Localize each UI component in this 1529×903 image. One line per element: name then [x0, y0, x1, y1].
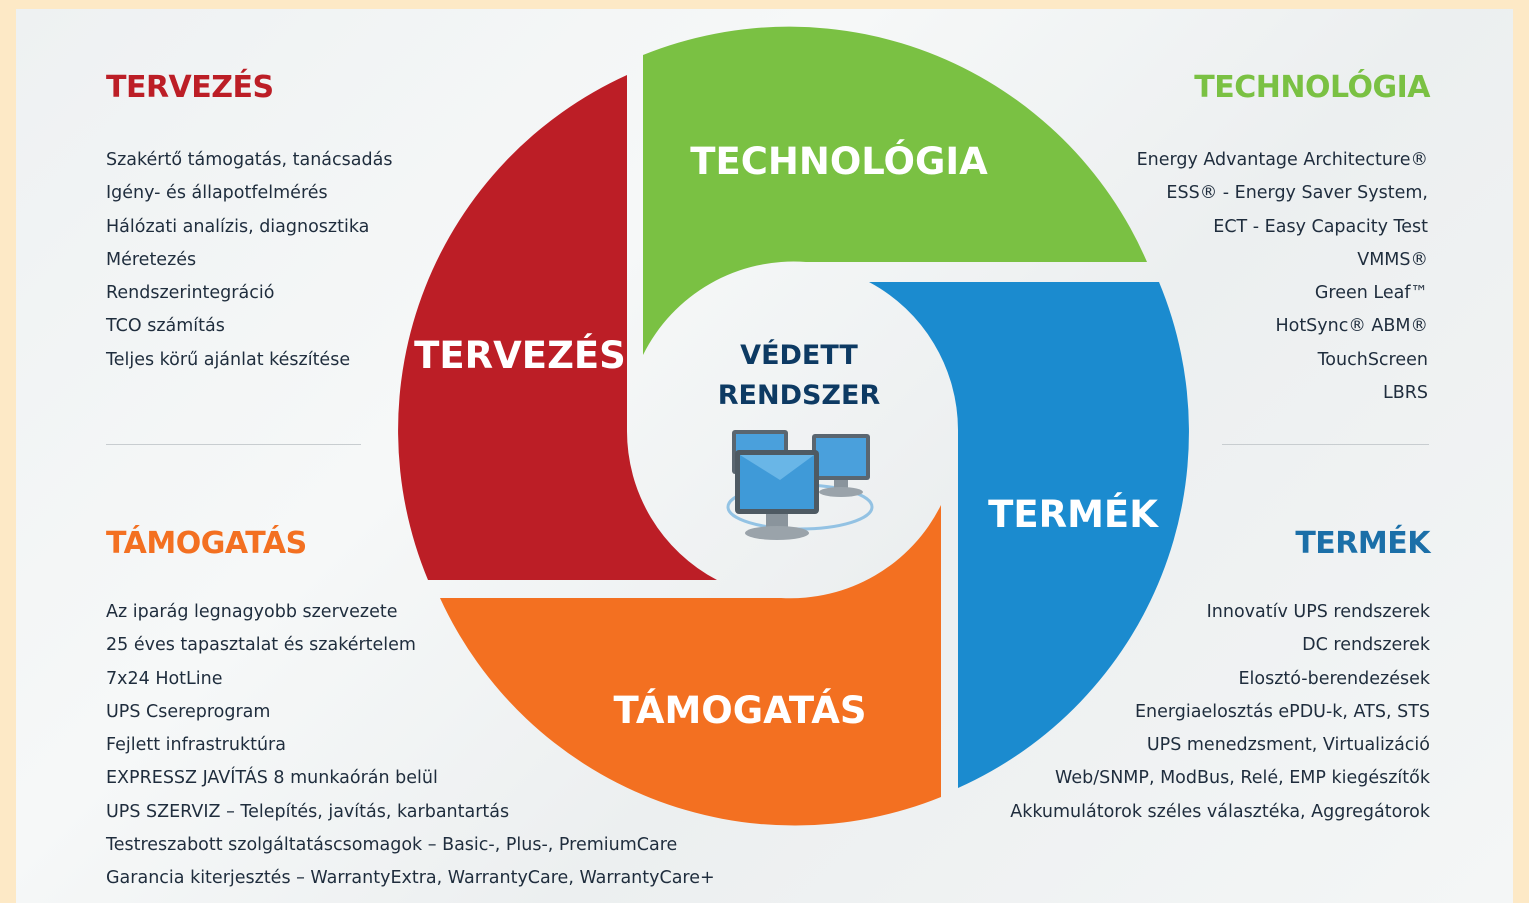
tervezes-list: Szakértő támogatás, tanácsadás Igény- és… [106, 149, 392, 382]
list-item: Fejlett infrastruktúra [106, 735, 286, 756]
divider-right [1222, 444, 1429, 445]
list-item: Teljes körű ajánlat készítése [106, 349, 351, 370]
list-item: UPS SZERVIZ – Telepítés, javítás, karban… [106, 801, 510, 822]
tervezes-heading: TERVEZÉS [106, 70, 274, 105]
segment-tervezes-label: TERVEZÉS [414, 333, 626, 377]
technologia-heading: TECHNOLÓGIA [1194, 70, 1430, 105]
list-item: Web/SNMP, ModBus, Relé, EMP kiegészítők [1055, 768, 1430, 789]
list-item: LBRS [1382, 383, 1428, 404]
list-item: Szakértő támogatás, tanácsadás [106, 150, 393, 170]
segment-termek-shape [869, 282, 1189, 788]
list-item: HotSync® ABM® [1275, 316, 1428, 337]
list-item: Elosztó-berendezések [1238, 668, 1430, 689]
list-item: Green Leaf™ [1314, 283, 1428, 304]
tamogatas-list: Az iparág legnagyobb szervezete 25 éves … [106, 601, 715, 901]
list-item: Innovatív UPS rendszerek [1206, 602, 1430, 622]
list-item: DC rendszerek [1302, 635, 1430, 656]
list-item: UPS Csereprogram [106, 701, 271, 722]
list-item: Rendszerintegráció [106, 283, 275, 304]
segment-tamogatas-shape [440, 505, 941, 826]
networked-computers-icon [726, 430, 874, 540]
technologia-list: Energy Advantage Architecture® ESS® - En… [1137, 149, 1428, 415]
list-item: TCO számítás [106, 316, 225, 337]
list-item: Méretezés [106, 249, 197, 270]
list-item: 7x24 HotLine [106, 668, 223, 689]
list-item: Akkumulátorok széles választéka, Aggregá… [1010, 801, 1430, 822]
list-item: ECT - Easy Capacity Test [1213, 216, 1428, 237]
list-item: 25 éves tapasztalat és szakértelem [106, 635, 416, 656]
list-item: EXPRESSZ JAVÍTÁS 8 munkaórán belül [106, 768, 438, 789]
segment-technologia-shape [643, 26, 1147, 356]
list-item: Igény- és állapotfelmérés [106, 183, 328, 204]
center-title-line2: RENDSZER [718, 380, 881, 411]
list-item: Garancia kiterjesztés – WarrantyExtra, W… [106, 868, 715, 889]
termek-list: Innovatív UPS rendszerek DC rendszerek E… [1010, 601, 1430, 834]
list-item: Testreszabott szolgáltatáscsomagok – Bas… [106, 835, 678, 856]
segment-technologia-label: TECHNOLÓGIA [690, 139, 988, 183]
list-item: Hálózati analízis, diagnosztika [106, 216, 370, 237]
segment-termek-label: TERMÉK [988, 492, 1159, 536]
list-item: Energiaelosztás ePDU-k, ATS, STS [1134, 701, 1430, 722]
list-item: Az iparág legnagyobb szervezete [106, 602, 398, 622]
segment-tervezes-shape [398, 75, 717, 580]
tamogatas-heading: TÁMOGATÁS [106, 526, 307, 561]
list-item: Energy Advantage Architecture® [1136, 150, 1428, 170]
list-item: VMMS® [1357, 249, 1428, 270]
list-item: UPS menedzsment, Virtualizáció [1146, 735, 1430, 756]
segment-tamogatas-label: TÁMOGATÁS [613, 688, 866, 732]
divider-left [106, 444, 361, 445]
list-item: TouchScreen [1317, 349, 1428, 370]
center-title-line1: VÉDETT [740, 339, 858, 371]
list-item: ESS® - Energy Saver System, [1166, 183, 1428, 204]
termek-heading: TERMÉK [1295, 526, 1430, 561]
